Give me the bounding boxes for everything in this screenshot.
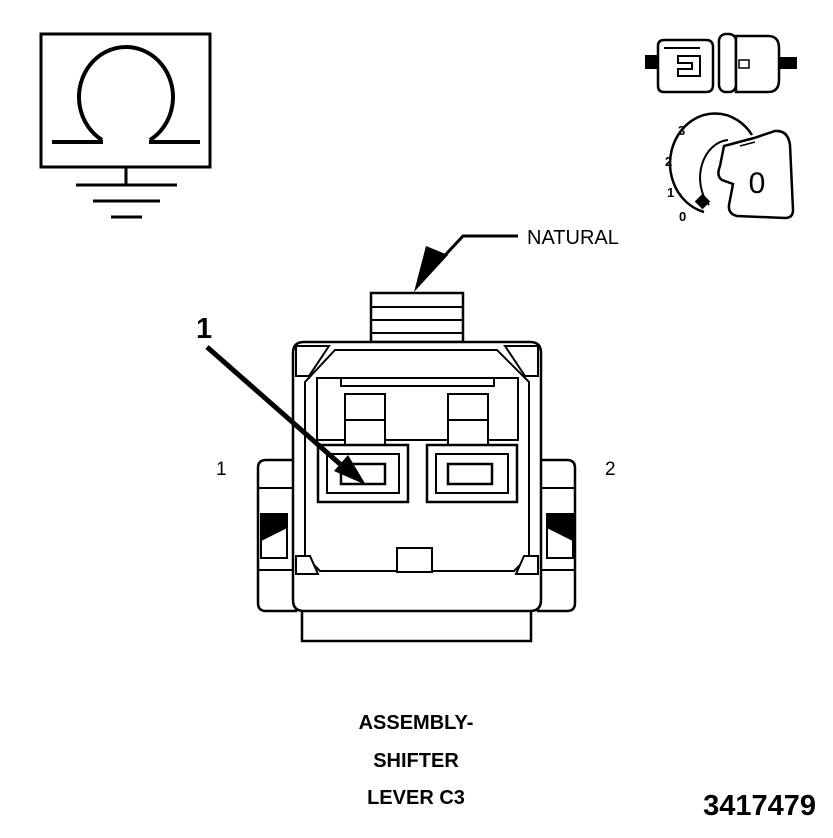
pin-1-label: 1 (216, 459, 227, 480)
title-line-3: LEVER C3 (367, 787, 465, 809)
ignition-key-icon: 0 3 2 1 0 (665, 112, 795, 224)
key-pos-0: 0 (679, 209, 686, 224)
key-pos-3: 3 (678, 123, 685, 138)
ohm-ground-icon (39, 32, 212, 219)
callout-1-label: 1 (196, 313, 212, 345)
callout-1-arrow (205, 345, 366, 485)
figure-number: 3417479 (703, 790, 816, 822)
connector-body (256, 291, 577, 643)
disconnected-connector-icon (645, 32, 797, 94)
title-line-2: SHIFTER (373, 750, 459, 772)
color-callout-label: NATURAL (527, 227, 619, 249)
key-position-label: 0 (749, 167, 766, 200)
pin-2-label: 2 (605, 459, 616, 480)
title-line-1: ASSEMBLY- (359, 712, 474, 734)
key-pos-1: 1 (667, 185, 674, 200)
color-callout: NATURAL (414, 227, 619, 292)
key-pos-2: 2 (665, 154, 672, 169)
